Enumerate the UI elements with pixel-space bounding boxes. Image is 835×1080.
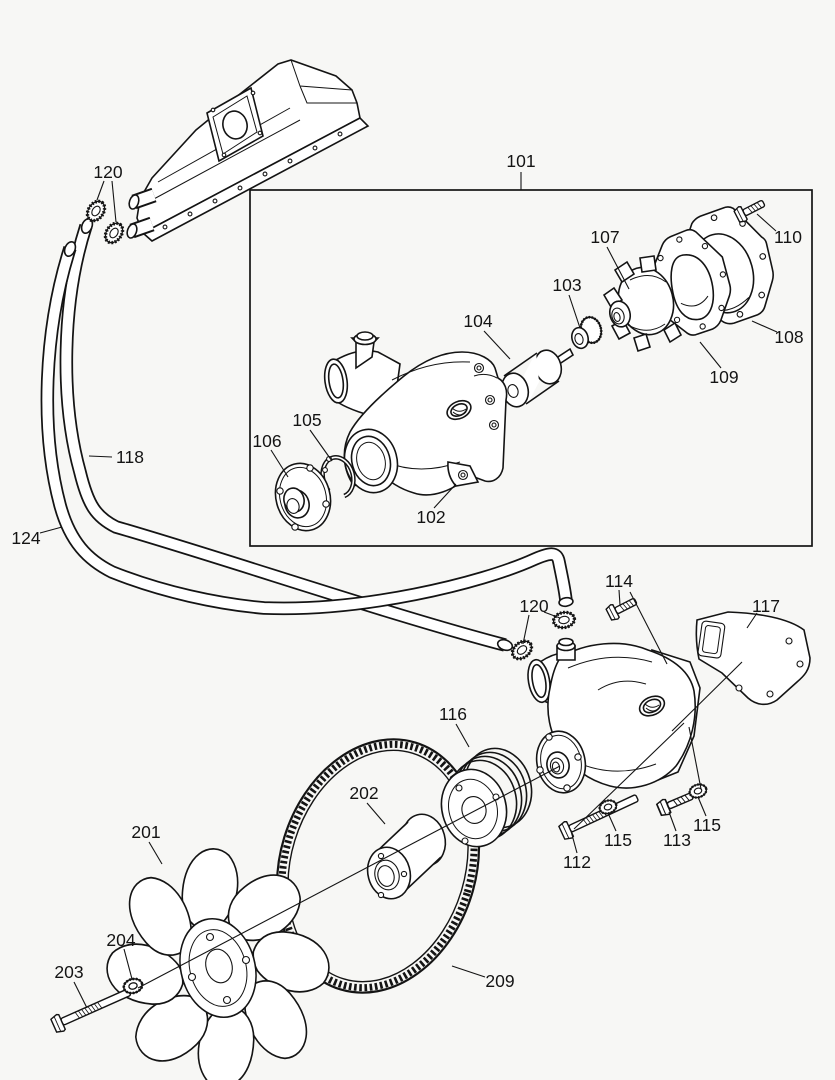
bolt-110 — [732, 195, 768, 225]
pump-housing-102 — [323, 331, 508, 496]
callout-117: 117 — [752, 596, 780, 616]
kit-101-frame — [249, 189, 813, 547]
pump2-filler-neck — [556, 637, 576, 661]
callout-101: 101 — [506, 151, 535, 171]
callout-124: 124 — [11, 528, 40, 548]
water-pump-assembly-116 — [527, 637, 701, 794]
callout-102: 102 — [416, 507, 445, 527]
callout-107: 107 — [590, 227, 619, 247]
hose-124 — [40, 240, 574, 616]
callout-112: 112 — [563, 852, 591, 872]
intake-manifold — [126, 59, 370, 242]
shaft-104 — [492, 347, 575, 408]
callout-209: 209 — [485, 971, 514, 991]
bolt-114 — [604, 593, 640, 623]
hose-clamp-120-d — [507, 635, 537, 665]
callout-110: 110 — [774, 227, 802, 247]
callout-114: 114 — [605, 571, 633, 591]
hose-clamp-120-c — [550, 609, 578, 631]
callout-104: 104 — [463, 311, 492, 331]
pump2-hub-flange — [535, 730, 587, 794]
pump2-threaded-port — [638, 695, 666, 717]
gasket-bolt-holes — [655, 236, 727, 330]
fan-hub — [179, 917, 257, 1019]
callout-108: 108 — [774, 327, 803, 347]
leader-lines — [39, 172, 778, 1009]
callout-116: 116 — [439, 704, 467, 724]
gasket-117 — [695, 611, 811, 706]
pump2-body — [547, 642, 696, 789]
bolt-203 — [49, 982, 134, 1035]
hub-flange-106 — [274, 462, 332, 532]
manifold-square-boss — [206, 86, 264, 163]
callout-113: 113 — [663, 830, 691, 850]
callout-204: 204 — [106, 930, 135, 950]
callout-118: 118 — [116, 447, 144, 467]
callout-105: 105 — [292, 410, 321, 430]
callout-103: 103 — [552, 275, 581, 295]
callout-106: 106 — [252, 431, 281, 451]
fan-belt-209 — [275, 738, 481, 994]
impeller-107 — [602, 255, 683, 353]
callout-202: 202 — [349, 783, 378, 803]
seal-103 — [571, 315, 603, 350]
spacer-202 — [366, 813, 447, 900]
callout-labels: 120 101 107 110 103 104 108 109 105 106 … — [11, 151, 803, 991]
callout-115-a: 115 — [604, 830, 632, 850]
fan-201 — [106, 848, 330, 1080]
water-pump-kit-101 — [274, 195, 774, 532]
manifold-pipe-stubs — [126, 187, 157, 239]
pulley-116 — [440, 747, 533, 848]
callout-120-a: 120 — [93, 162, 122, 182]
callout-120-b: 120 — [519, 596, 548, 616]
hose-clamp-120-b — [100, 218, 128, 248]
callout-203: 203 — [54, 962, 83, 982]
manifold-flange-holes — [162, 131, 343, 230]
callout-201: 201 — [131, 822, 160, 842]
callout-115-b: 115 — [693, 815, 721, 835]
callout-109: 109 — [709, 367, 738, 387]
